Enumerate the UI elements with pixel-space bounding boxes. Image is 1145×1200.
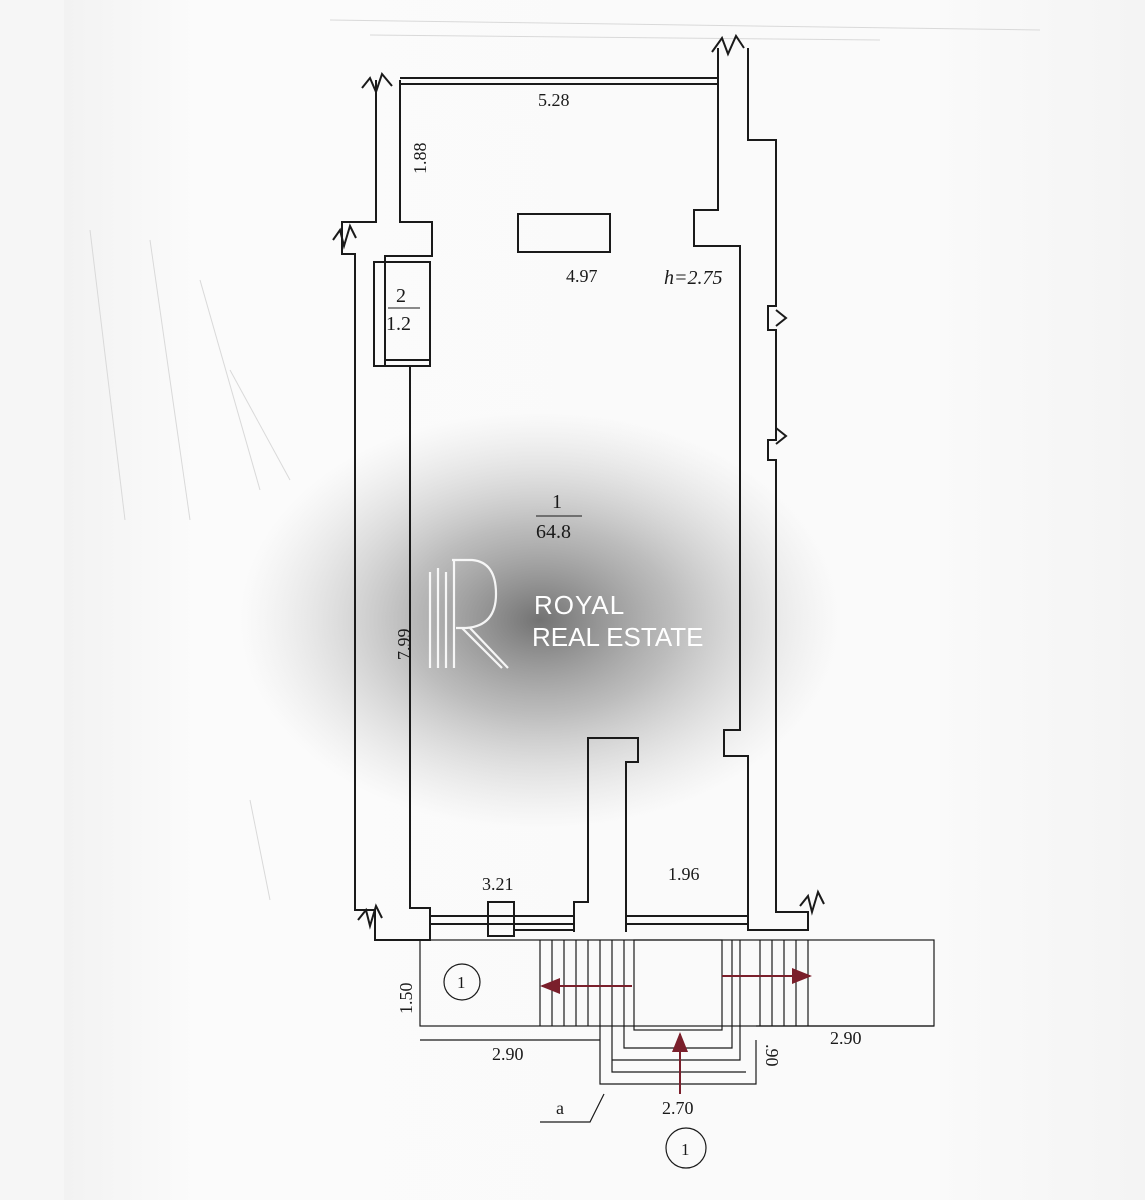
dim-porch-left: 2.90 — [492, 1044, 524, 1064]
leader-letter-a: a — [556, 1098, 564, 1118]
labels: 5.28 1.88 4.97 h=2.75 2 1.2 1 64.8 7.99 … — [386, 90, 862, 1159]
room-1-number: 1 — [552, 491, 562, 513]
dim-bottom-left: 3.21 — [482, 874, 514, 894]
section-circle-upper — [443, 963, 481, 1001]
section-circle-lower — [665, 1127, 707, 1169]
break-mark-right-mid-2 — [775, 427, 788, 445]
dim-stair-width: 2.70 — [662, 1098, 694, 1118]
walls — [332, 33, 825, 941]
dim-left-upper: 1.88 — [410, 143, 430, 175]
leader-line-a — [540, 1093, 605, 1123]
section-circle-upper-number: 1 — [457, 973, 466, 992]
dim-porch-depth: 1.50 — [396, 983, 416, 1015]
stair-landing — [633, 939, 723, 1031]
ceiling-height-label: h=2.75 — [664, 267, 723, 289]
section-markers — [443, 963, 707, 1169]
room-2-outline — [373, 261, 431, 367]
room-2-area: 1.2 — [386, 313, 411, 335]
equipment-block — [517, 213, 611, 253]
dim-left-long: 7.99 — [394, 629, 414, 661]
break-mark-left-mid — [332, 223, 357, 250]
watermark-line1: ROYAL — [534, 590, 625, 620]
break-mark-top-left — [361, 71, 393, 95]
bleed-through-text — [89, 19, 1041, 901]
entrance-column — [487, 901, 515, 937]
wall-right — [693, 48, 809, 931]
break-mark-top-right — [711, 33, 745, 57]
dim-porch-right: 2.90 — [830, 1028, 862, 1048]
direction-arrows — [540, 968, 812, 1094]
dim-stair-side: .90 — [762, 1044, 782, 1067]
watermark-shadow — [240, 410, 840, 830]
porch-platform — [419, 939, 935, 1027]
watermark-line2: REAL ESTATE — [532, 622, 703, 652]
watermark-logo-icon — [428, 558, 509, 669]
wall-center-partition — [573, 737, 639, 932]
section-circle-lower-number: 1 — [681, 1140, 690, 1159]
break-mark-right-mid-1 — [775, 309, 788, 327]
dim-inner-width: 4.97 — [566, 266, 598, 286]
dim-top-width: 5.28 — [538, 90, 570, 110]
room-1-area: 64.8 — [536, 521, 571, 543]
break-mark-bottom-left — [357, 903, 383, 930]
break-mark-bottom-right — [799, 889, 825, 916]
watermark: ROYAL REAL ESTATE — [428, 558, 703, 669]
dim-bottom-right: 1.96 — [668, 864, 700, 884]
front-steps — [599, 940, 757, 1085]
room-2-number: 2 — [396, 285, 406, 307]
